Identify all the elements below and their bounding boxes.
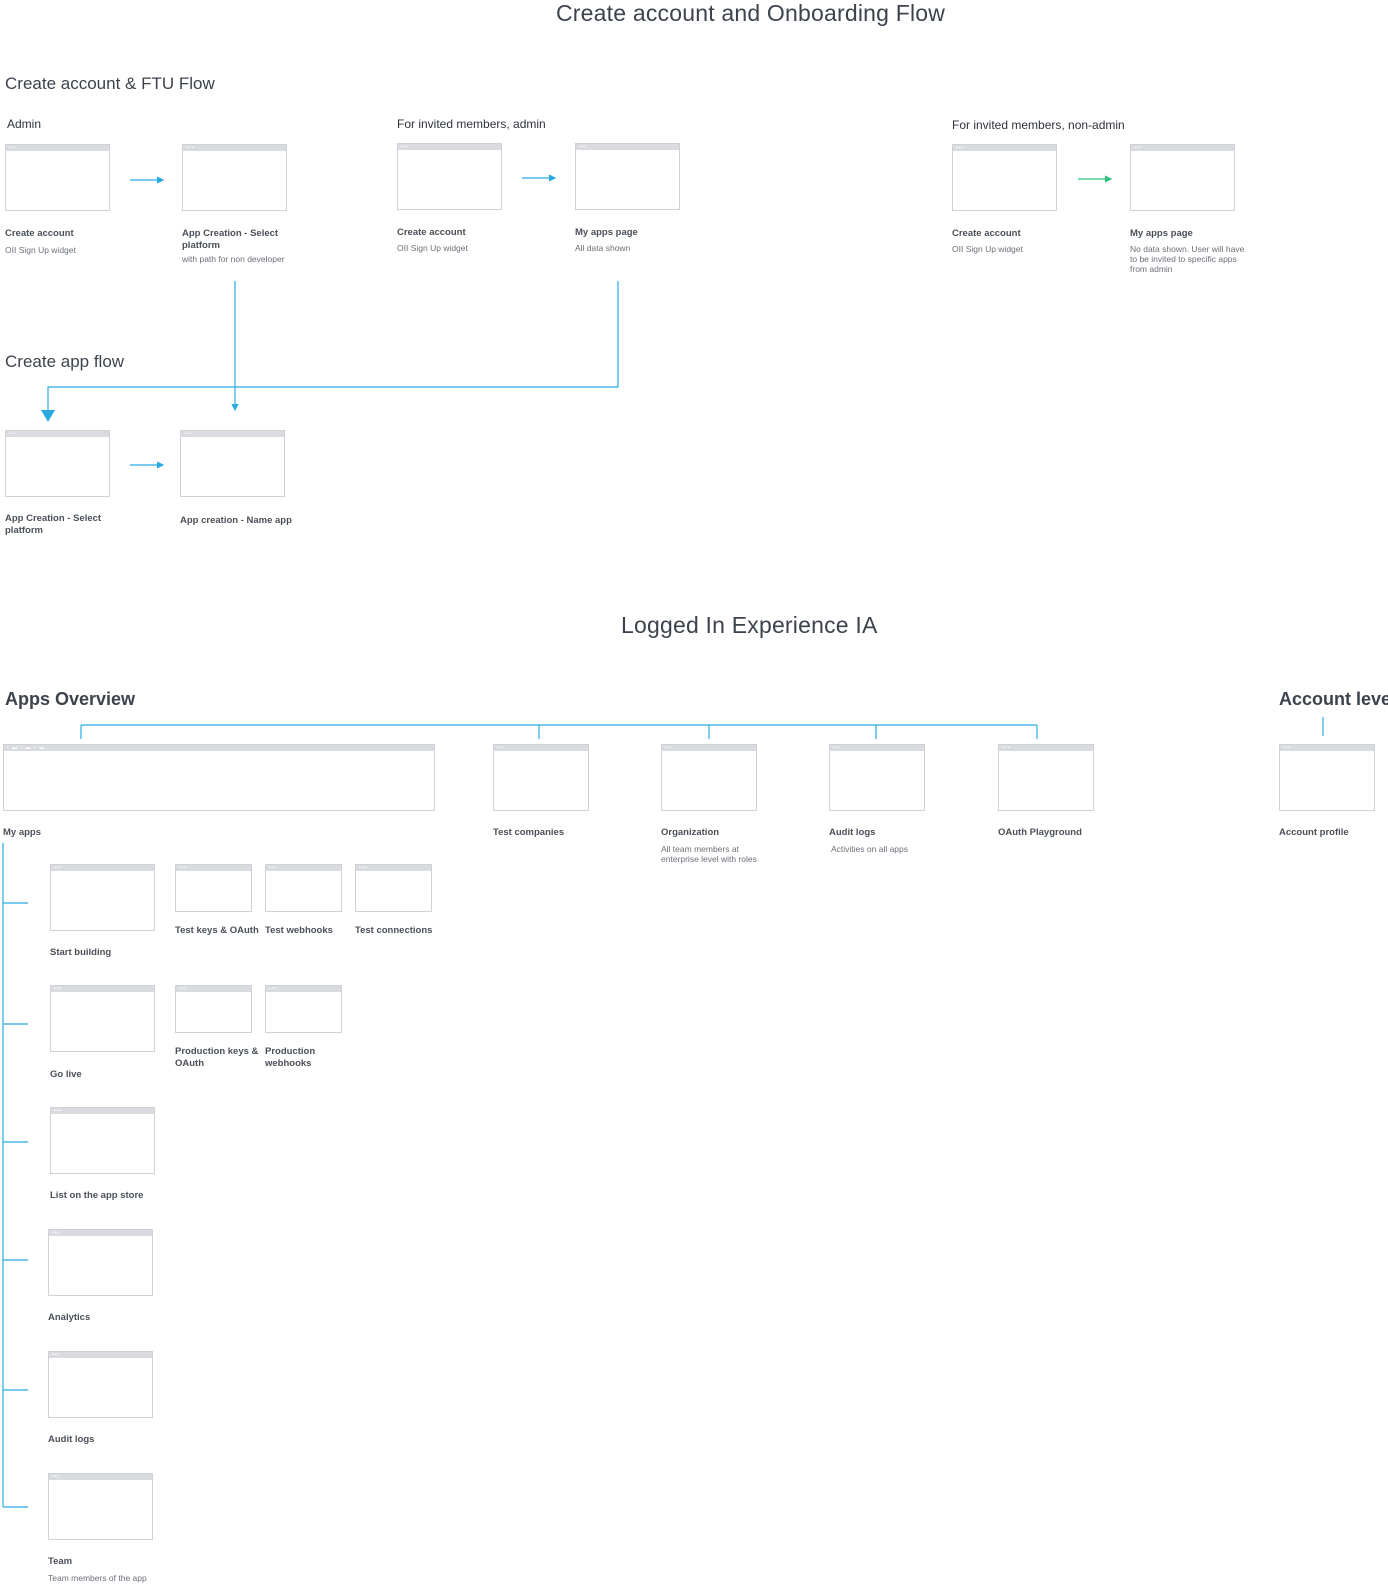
invited-nonadmin-step2-sub: No data shown. User will have to be invi… <box>1130 244 1245 274</box>
invited-non-admin-title: For invited members, non-admin <box>952 118 1125 132</box>
create-app-step2-label: App creation - Name app <box>180 515 292 526</box>
analytics-label: Analytics <box>48 1312 91 1323</box>
wireframe-oauth-playground: ••• <box>998 744 1094 811</box>
team-sub: Team members of the app <box>48 1573 147 1583</box>
test-connections-label: Test connections <box>355 925 433 936</box>
ftu-heading: Create account & FTU Flow <box>5 74 215 93</box>
invited-nonadmin-step2-label: My apps page <box>1130 228 1193 239</box>
invited-admin-title: For invited members, admin <box>397 117 546 131</box>
oauth-playground-label: OAuth Playground <box>998 827 1082 838</box>
create-app-heading: Create app flow <box>5 352 125 371</box>
wireframe-invited-nonadmin-myapps: ••• <box>1130 144 1235 211</box>
wireframe-start-building: ••• <box>50 864 155 931</box>
wireframe-prod-webhooks: ••• <box>265 985 342 1033</box>
wireframe-team: ••• <box>48 1473 153 1540</box>
logged-in-title: Logged In Experience IA <box>621 612 878 638</box>
wireframe-app-creation: ••• <box>182 144 287 211</box>
admin-step1-label: Create account <box>5 228 74 239</box>
start-building-label: Start building <box>50 947 112 958</box>
wireframe-app-audit-logs: ••• <box>48 1351 153 1418</box>
my-apps-label: My apps <box>3 827 42 838</box>
go-live-label: Go live <box>50 1069 82 1080</box>
list-app-store-label: List on the app store <box>50 1190 144 1201</box>
invited-admin-step1-sub: OII Sign Up widget <box>397 243 468 253</box>
admin-step2-label: App Creation - Select platform <box>182 228 279 251</box>
wireframe-account-profile: ••• <box>1279 744 1375 811</box>
wireframe-invited-admin-create: ••• <box>397 143 502 210</box>
admin-step1-sub: OII Sign Up widget <box>5 245 76 255</box>
invited-admin-step1-label: Create account <box>397 227 466 238</box>
admin-title: Admin <box>7 117 42 131</box>
account-profile-label: Account profile <box>1279 827 1349 838</box>
account-level-heading: Account level <box>1279 689 1388 709</box>
wireframe-test-keys: ••• <box>175 864 252 912</box>
prod-webhooks-label: Production webhooks <box>265 1046 316 1069</box>
wireframe-prod-keys: ••• <box>175 985 252 1033</box>
audit-logs-sub: Activities on all apps <box>831 844 909 854</box>
arrow-head-large <box>41 410 55 422</box>
invited-admin-step2-sub: All data shown <box>575 243 631 253</box>
apps-overview-heading: Apps Overview <box>5 689 136 709</box>
wireframe-invited-admin-myapps: ••• <box>575 143 680 210</box>
organization-label: Organization <box>661 827 720 838</box>
wireframe-my-apps: • ▬ • ▬ • ▬ <box>3 744 435 811</box>
wireframe-list-app-store: ••• <box>50 1107 155 1174</box>
wireframe-create-app-select: ••• <box>5 430 110 497</box>
admin-step2-sub: with path for non developer <box>182 254 285 264</box>
page-title: Create account and Onboarding Flow <box>556 0 946 26</box>
wireframe-invited-nonadmin-create: ••• <box>952 144 1057 211</box>
wireframe-test-companies: ••• <box>493 744 589 811</box>
wireframe-test-connections: ••• <box>355 864 432 912</box>
test-companies-label: Test companies <box>493 827 565 838</box>
arrow-myapps-to-createapp <box>47 281 619 412</box>
invited-admin-step2-label: My apps page <box>575 227 638 238</box>
app-audit-logs-label: Audit logs <box>48 1434 95 1445</box>
test-keys-label: Test keys & OAuth <box>175 925 259 936</box>
create-app-step1-label: App Creation - Select platform <box>5 513 102 536</box>
prod-keys-label: Production keys & OAuth <box>175 1046 259 1069</box>
wireframe-test-webhooks: ••• <box>265 864 342 912</box>
team-label: Team <box>48 1556 73 1567</box>
invited-nonadmin-step1-sub: OII Sign Up widget <box>952 244 1023 254</box>
wireframe-create-app-name: ••• <box>180 430 285 497</box>
audit-logs-label: Audit logs <box>829 827 876 838</box>
test-webhooks-label: Test webhooks <box>265 925 333 936</box>
organization-sub: All team members at enterprise level wit… <box>661 844 757 864</box>
invited-nonadmin-step1-label: Create account <box>952 228 1021 239</box>
wireframe-organization: ••• <box>661 744 757 811</box>
wireframe-audit-logs: ••• <box>829 744 925 811</box>
wireframe-analytics: ••• <box>48 1229 153 1296</box>
wireframe-create-account: ••• <box>5 144 110 211</box>
wireframe-go-live: ••• <box>50 985 155 1052</box>
